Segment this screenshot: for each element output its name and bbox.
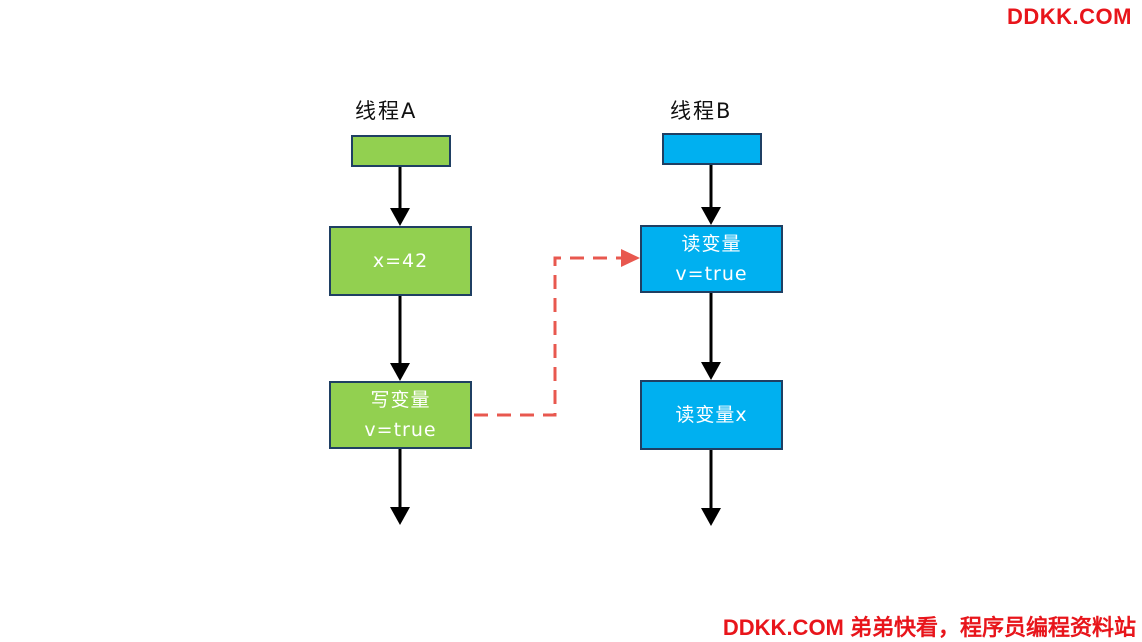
thread-a-step-write-x: x=42 [329, 226, 472, 296]
watermark-bottom: DDKK.COM 弟弟快看，程序员编程资料站 [722, 615, 1136, 640]
dashed-link-head [621, 249, 640, 267]
arrow-b-3-head [701, 508, 721, 526]
arrow-a-3-head [390, 507, 410, 525]
thread-a-flow-arrows [390, 167, 410, 525]
thread-a-title: 线程A [355, 99, 418, 123]
watermark-top: DDKK.COM [1007, 4, 1132, 29]
thread-b-title: 线程B [670, 99, 733, 123]
arrow-b-2-head [701, 362, 721, 380]
step-label: x=42 [372, 250, 429, 272]
thread-b-flow-arrows [701, 165, 721, 526]
step-value: v=true [675, 263, 748, 285]
arrow-a-2-head [390, 363, 410, 381]
thread-b-step-read-v: 读变量 v=true [640, 225, 783, 293]
arrow-b-1-head [701, 207, 721, 225]
step-value: v=true [364, 419, 437, 441]
dashed-link-line [474, 256, 622, 417]
step-label: 读变量x [675, 404, 748, 426]
thread-a-start-box [351, 135, 451, 167]
happens-before-link [474, 249, 640, 417]
arrow-a-1-head [390, 208, 410, 226]
thread-b-start-box [662, 133, 762, 165]
step-label: 读变量 [681, 233, 742, 255]
thread-b-step-read-x: 读变量x [640, 380, 783, 450]
step-label: 写变量 [370, 389, 431, 411]
thread-a-step-write-v: 写变量 v=true [329, 381, 472, 449]
